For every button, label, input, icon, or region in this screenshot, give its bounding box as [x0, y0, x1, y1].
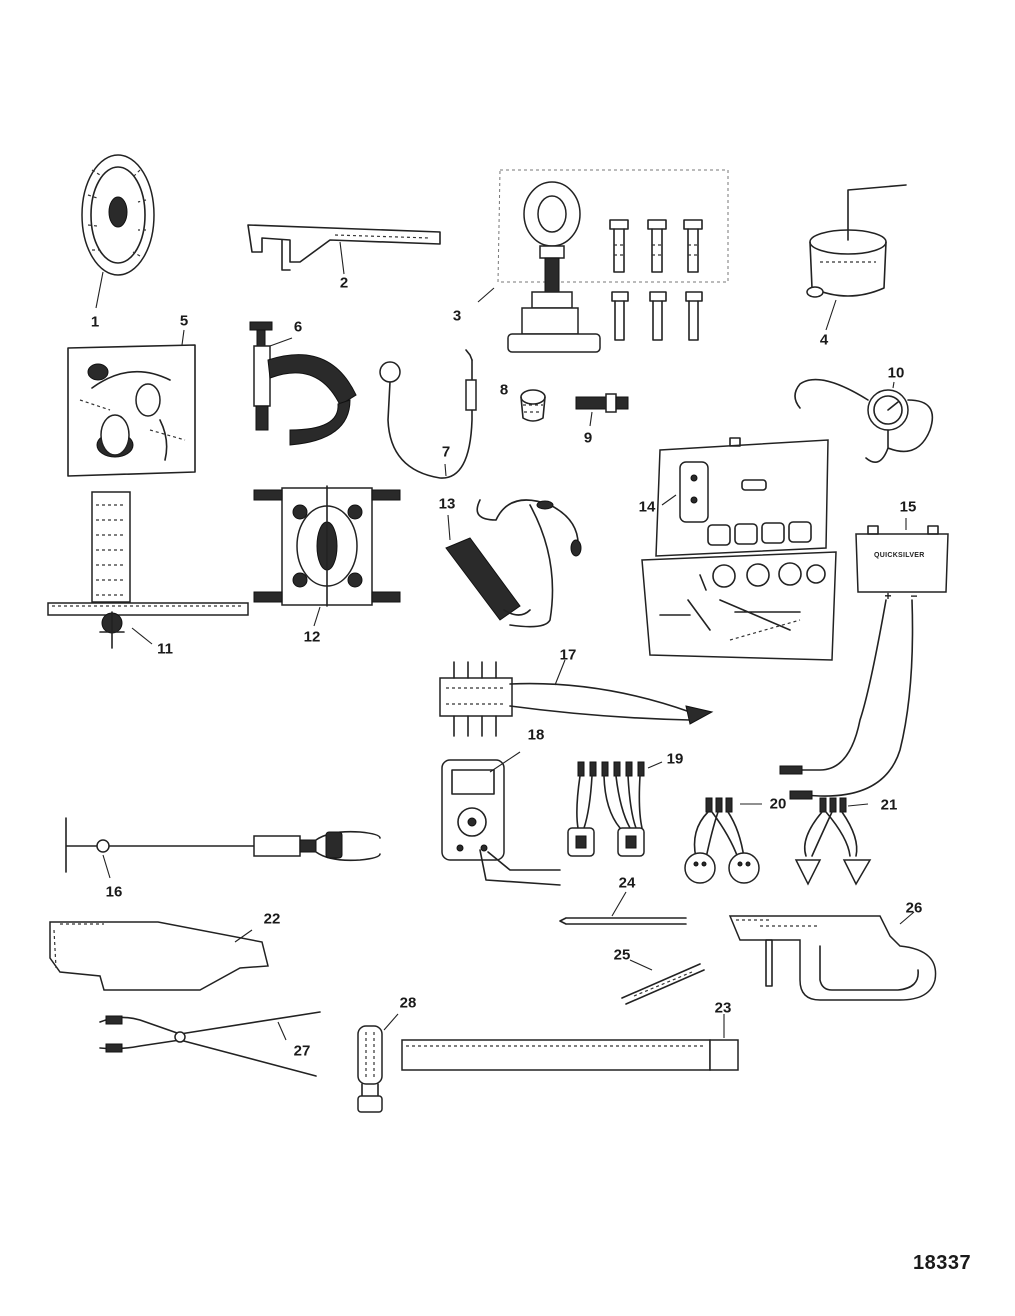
part-10-vacuum-gauge [794, 378, 934, 464]
callout-23: 23 [714, 999, 732, 1017]
part-2-lifting-bracket [247, 224, 441, 275]
callout-22: 22 [263, 910, 281, 928]
callout-6: 6 [293, 318, 303, 336]
callout-10: 10 [887, 364, 905, 382]
part-15-test-box [779, 518, 949, 800]
callout-27: 27 [293, 1042, 311, 1060]
part-7-pressure-gauge [379, 349, 477, 479]
part-12-bearing-separator [253, 485, 401, 627]
callout-3: 3 [452, 307, 462, 325]
part-24-pin [559, 891, 687, 925]
callout-19: 19 [666, 750, 684, 768]
part-28-driver [357, 1013, 399, 1113]
callout-21: 21 [880, 796, 898, 814]
callout-2: 2 [339, 274, 349, 292]
callout-1: 1 [90, 313, 100, 331]
part-9-adapter [575, 393, 629, 427]
callout-28: 28 [399, 994, 417, 1012]
callout-24: 24 [618, 874, 636, 892]
part-8-fitting [520, 389, 546, 422]
part-1-flywheel-holder [81, 154, 155, 309]
part-3-lifting-eye-kit [477, 169, 729, 353]
callout-26: 26 [905, 899, 923, 917]
part-21-connector-adapter [794, 797, 872, 886]
part-16-t-handle-puller [65, 817, 381, 879]
callout-12: 12 [303, 628, 321, 646]
terminal-plus-label: + [884, 589, 892, 603]
part-5-assembly [67, 329, 196, 477]
part-18-multimeter [441, 751, 561, 886]
callout-13: 13 [438, 495, 456, 513]
callout-25: 25 [613, 946, 631, 964]
part-11-measuring-gauge [47, 491, 249, 649]
callout-15: 15 [899, 498, 917, 516]
part-17-jumper-harness [439, 659, 714, 737]
part-27-pliers [99, 1011, 321, 1077]
part-22-template-plate [49, 921, 269, 991]
figure-number: 18337 [913, 1252, 972, 1274]
callout-17: 17 [559, 646, 577, 664]
callout-8: 8 [499, 381, 509, 399]
terminal-minus-label: − [910, 589, 918, 603]
part-4-tool [806, 184, 907, 331]
callout-18: 18 [527, 726, 545, 744]
part-6-hose-tool [249, 321, 357, 446]
part-14-tool-kit [641, 437, 837, 661]
brand-label: QUICKSILVER [874, 552, 925, 559]
part-25-punch [621, 959, 705, 1005]
callout-5: 5 [179, 312, 189, 330]
callout-16: 16 [105, 883, 123, 901]
callout-20: 20 [769, 795, 787, 813]
part-20-connector-adapter [684, 797, 762, 884]
part-23-rod [401, 1014, 739, 1071]
callout-9: 9 [583, 429, 593, 447]
part-19-harness-adapter [567, 761, 663, 857]
callout-4: 4 [819, 331, 829, 349]
callout-7: 7 [441, 443, 451, 461]
callout-14: 14 [638, 498, 656, 516]
callout-11: 11 [157, 640, 173, 658]
part-26-clamp-puller [728, 911, 937, 1001]
part-13-timing-light [445, 499, 582, 628]
